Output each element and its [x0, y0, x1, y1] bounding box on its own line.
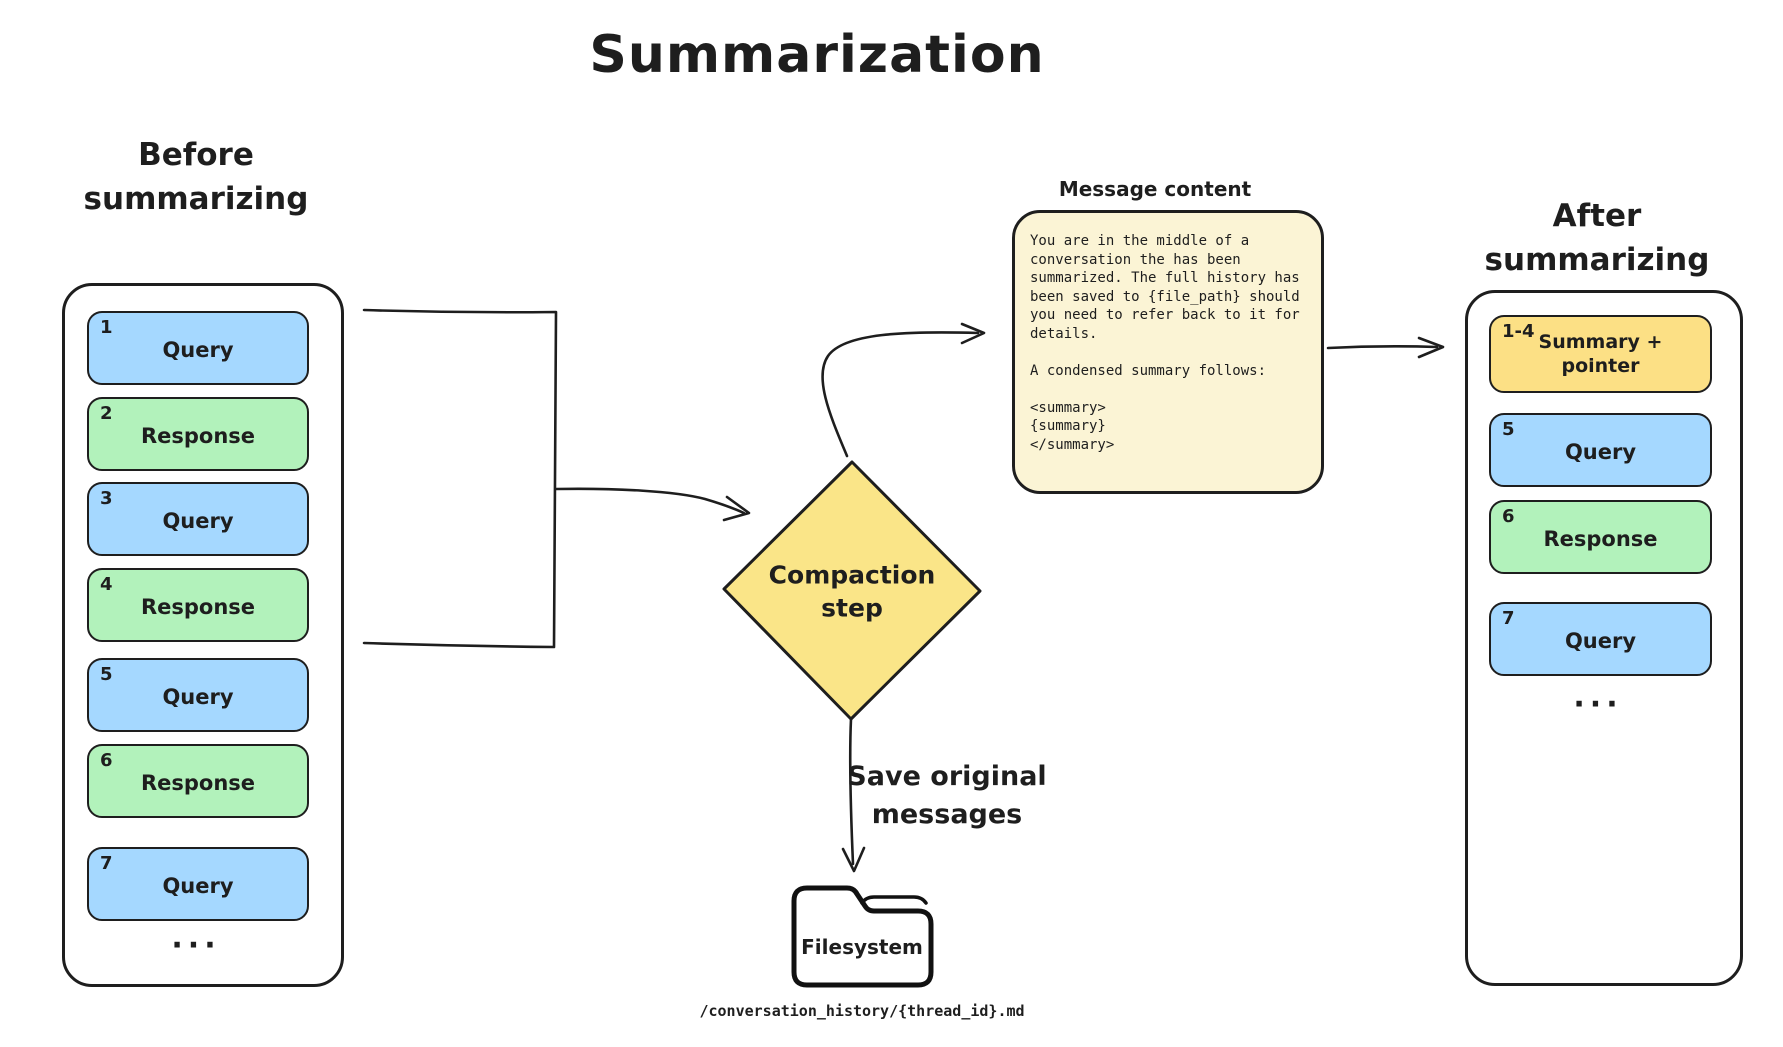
message-label: Query	[1564, 629, 1637, 653]
before-ellipsis: ...	[171, 920, 221, 956]
message-label: Query	[162, 338, 234, 362]
filesystem-folder-icon	[791, 885, 934, 988]
message-number: 1	[100, 317, 113, 338]
message-label: Response	[140, 771, 256, 795]
message-label: Query	[162, 685, 234, 709]
message-number: 1-4	[1502, 321, 1535, 342]
filesystem-path: /conversation_history/{thread_id}.md	[699, 1002, 1025, 1020]
message-label: Response	[1543, 527, 1658, 551]
before-item-2: 2 Response	[87, 397, 309, 471]
before-heading: Before summarizing	[83, 136, 309, 217]
arrow-to-compaction	[554, 487, 746, 515]
before-item-6: 6 Response	[87, 744, 309, 818]
after-heading: After summarizing	[1484, 197, 1710, 278]
message-label: Response	[140, 595, 256, 619]
compaction-diamond	[722, 460, 982, 721]
message-number: 4	[100, 574, 113, 595]
after-item-6: 6 Response	[1489, 500, 1712, 574]
before-item-7: 7 Query	[87, 847, 309, 921]
before-item-5: 5 Query	[87, 658, 309, 732]
message-number: 3	[100, 488, 113, 509]
message-number: 6	[1502, 506, 1515, 527]
save-original-label: Save original messages	[847, 761, 1047, 830]
message-number: 5	[100, 664, 113, 685]
message-label: Summary + pointer	[1538, 331, 1663, 377]
message-number: 5	[1502, 419, 1515, 440]
after-item-5: 5 Query	[1489, 413, 1712, 487]
message-number: 7	[1502, 608, 1515, 629]
before-item-3: 3 Query	[87, 482, 309, 556]
message-content-body: You are in the middle of a conversation …	[1030, 233, 1300, 453]
message-label: Response	[140, 424, 256, 448]
message-label: Query	[162, 874, 234, 898]
grouping-bracket	[362, 308, 558, 649]
diagram-title: Summarization	[589, 25, 1045, 85]
arrow-to-filesystem-head	[841, 846, 866, 873]
message-content-note	[1012, 210, 1324, 494]
before-item-1: 1 Query	[87, 311, 309, 385]
compaction-step-label: Compaction step	[768, 560, 936, 623]
arrow-to-after	[1326, 345, 1439, 350]
message-number: 7	[100, 853, 113, 874]
message-label: Query	[1564, 440, 1637, 464]
message-content-heading: Message content	[1058, 177, 1252, 201]
folder-outline	[791, 885, 934, 988]
filesystem-label: Filesystem	[801, 935, 923, 959]
after-item-summary: 1-4 Summary + pointer	[1489, 315, 1712, 393]
folder-flap-line	[860, 895, 928, 905]
message-number: 6	[100, 750, 113, 771]
arrow-to-filesystem	[848, 717, 855, 866]
arrow-to-message-note	[821, 331, 980, 458]
arrow-to-message-note-head	[960, 322, 986, 345]
message-number: 2	[100, 403, 113, 424]
after-item-7: 7 Query	[1489, 602, 1712, 676]
arrow-to-after-head	[1417, 336, 1445, 359]
message-label: Query	[162, 509, 234, 533]
before-item-4: 4 Response	[87, 568, 309, 642]
after-ellipsis: ...	[1573, 679, 1623, 715]
arrow-to-compaction-head	[722, 495, 751, 522]
